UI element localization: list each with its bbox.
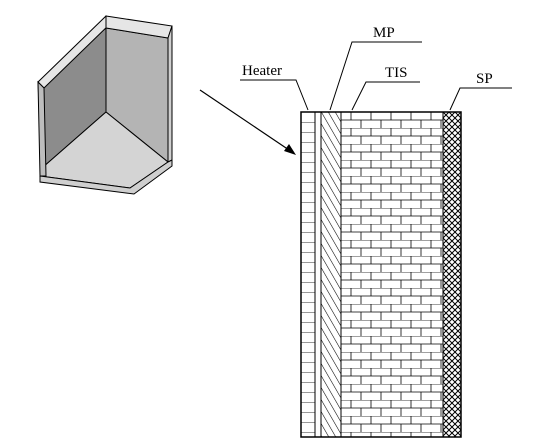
leader-lines <box>240 41 512 111</box>
cross-section-outline <box>300 111 462 438</box>
layer-tis <box>340 111 444 438</box>
layer-heater <box>300 111 316 438</box>
corner-wall-3d <box>37 15 173 195</box>
leader-tis <box>351 81 420 111</box>
layer-gap <box>314 111 322 438</box>
label-sp: SP <box>476 71 493 87</box>
label-heater: Heater <box>242 63 282 79</box>
corner-bottom-edge <box>39 159 173 195</box>
leader-sp <box>449 87 512 111</box>
zoom-arrowhead <box>284 144 296 155</box>
layer-mp <box>320 111 342 438</box>
leader-mp <box>329 41 422 111</box>
zoom-arrow <box>199 89 293 153</box>
corner-front-edge <box>37 80 47 177</box>
layer-sp <box>442 111 462 438</box>
cross-section <box>300 111 462 438</box>
label-mp: MP <box>373 25 395 41</box>
label-tis: TIS <box>385 65 408 81</box>
corner-side-edge <box>167 25 173 163</box>
leader-heater <box>240 79 309 111</box>
